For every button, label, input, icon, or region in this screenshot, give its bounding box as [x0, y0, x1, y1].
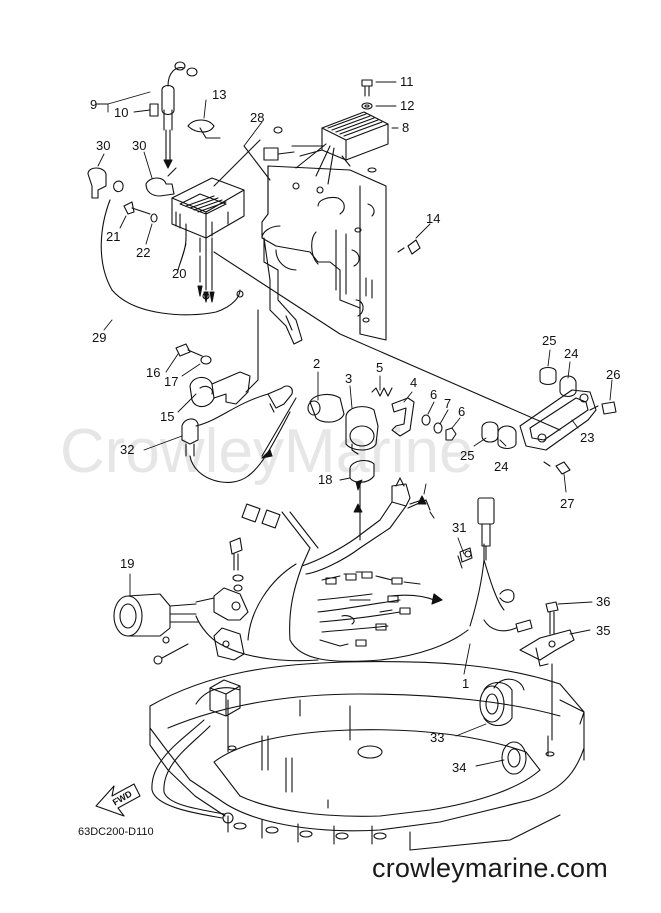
leader-lines — [95, 81, 613, 767]
callout-6b: 6 — [458, 404, 466, 419]
callout-34: 34 — [452, 760, 467, 775]
callout-11: 11 — [400, 74, 414, 89]
callout-15: 15 — [160, 409, 175, 424]
spring-5 — [371, 387, 393, 397]
screw-21 — [123, 201, 151, 215]
callout-22: 22 — [136, 245, 151, 260]
grommet-33 — [479, 678, 525, 727]
callout-26: 26 — [606, 367, 621, 382]
part-18 — [349, 459, 375, 483]
callout-24b: 24 — [494, 459, 509, 474]
battery-terminal — [222, 812, 234, 824]
callout-33: 33 — [430, 730, 445, 745]
wire-from-harness-lower — [247, 563, 297, 641]
screw-11 — [361, 79, 373, 110]
screw-14 — [397, 239, 421, 255]
callout-29: 29 — [92, 330, 107, 345]
washer-6a — [421, 414, 431, 426]
callout-21: 21 — [106, 229, 121, 244]
grommet-24b — [497, 425, 517, 450]
ref-line-3 — [243, 145, 351, 181]
battery-cable-2 — [163, 725, 225, 815]
plug-cap-30a — [87, 167, 107, 199]
callout-17: 17 — [164, 374, 179, 389]
callout-20: 20 — [172, 266, 187, 281]
watermark-text: CrowleyMarine — [60, 417, 474, 486]
clip-13 — [187, 119, 221, 139]
reference-line — [213, 251, 561, 431]
callout-24a: 24 — [564, 346, 579, 361]
main-switch-19 — [113, 593, 215, 665]
grommet-24a — [559, 375, 577, 398]
switch-bracket — [213, 537, 249, 661]
callout-14: 14 — [426, 211, 441, 226]
rectifier-regulator — [263, 111, 389, 194]
clamp-15 — [189, 371, 251, 408]
wire-32-b — [261, 397, 297, 457]
callout-18: 18 — [318, 472, 333, 487]
plug-cap-30b — [145, 167, 177, 197]
washer-7 — [433, 422, 443, 434]
callout-16: 16 — [146, 365, 161, 380]
grommet-25a — [539, 366, 557, 386]
bottom-box — [209, 679, 241, 717]
callout-12: 12 — [400, 98, 415, 113]
part-code: 63DC200-D110 — [78, 826, 154, 838]
nut-6b — [445, 427, 457, 441]
wire-29 — [100, 199, 241, 316]
grommet-34 — [501, 741, 527, 775]
callout-25b: 25 — [460, 448, 475, 463]
part-2 — [307, 393, 345, 423]
callout-3: 3 — [345, 371, 353, 386]
bracket-35 — [519, 629, 575, 667]
callout-9: 9 — [90, 97, 98, 112]
fwd-arrow-icon — [95, 783, 141, 817]
callout-5: 5 — [376, 360, 384, 375]
callout-28: 28 — [250, 110, 265, 125]
callout-8: 8 — [402, 120, 410, 135]
callout-4: 4 — [410, 375, 418, 390]
part-3 — [345, 406, 379, 455]
callout-19: 19 — [120, 556, 135, 571]
wire-harness-1 — [241, 477, 533, 662]
wire-32-arrow — [261, 449, 273, 459]
callout-30b: 30 — [132, 138, 147, 153]
ref-line-2 — [245, 309, 259, 393]
bottom-cowling — [149, 660, 585, 851]
bracket-23 — [519, 389, 597, 451]
callout-31: 31 — [452, 520, 467, 535]
clip-4 — [391, 397, 415, 437]
screw-36 — [545, 601, 559, 635]
callout-2: 2 — [313, 356, 321, 371]
washer-17 — [200, 355, 212, 365]
plug-cap-32 — [181, 385, 293, 457]
washer-22 — [150, 213, 158, 223]
callout-32: 32 — [120, 442, 135, 457]
mounting-bracket — [261, 165, 387, 345]
callout-13: 13 — [212, 87, 227, 102]
callout-27: 27 — [560, 496, 575, 511]
terminal-29-end — [113, 180, 124, 193]
callout-1: 1 — [462, 676, 470, 691]
callout-36: 36 — [596, 594, 611, 609]
callout-7: 7 — [444, 396, 452, 411]
callout-30a: 30 — [96, 138, 111, 153]
callout-23: 23 — [580, 430, 595, 445]
battery-cable — [151, 719, 223, 819]
callout-6a: 6 — [430, 387, 438, 402]
screw-16 — [175, 343, 203, 357]
bolt-27 — [543, 461, 571, 475]
wire-32 — [189, 411, 291, 483]
callout-25a: 25 — [542, 333, 557, 348]
callout-35: 35 — [596, 623, 611, 638]
callout-10: 10 — [114, 105, 129, 120]
website-url[interactable]: crowleymarine.com — [372, 853, 608, 883]
bolt-26 — [589, 401, 617, 415]
coil-cap — [149, 61, 198, 169]
